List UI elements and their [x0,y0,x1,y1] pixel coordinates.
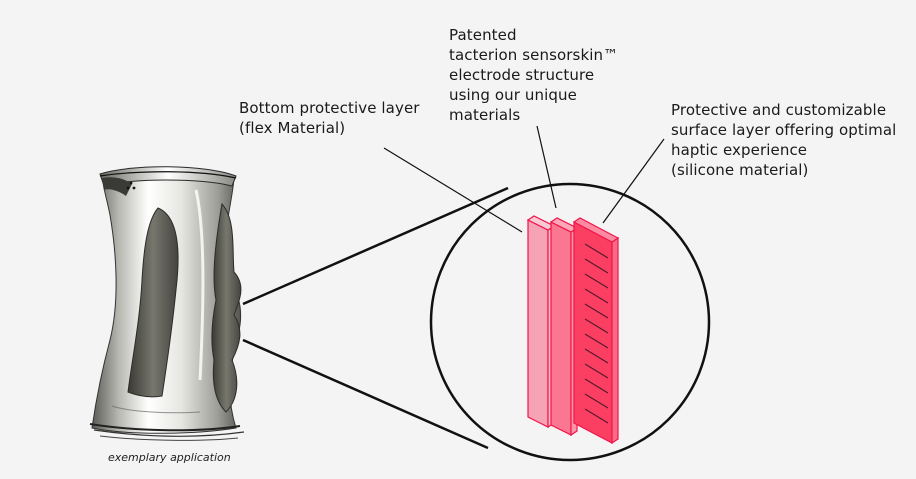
layer-surface-silicone [572,217,620,445]
layer-electrode-structure [549,217,579,437]
handle-top [99,166,237,187]
handle-left-grip [127,207,179,398]
magnifier-circle [429,182,711,462]
handle-device-illustration [89,166,245,441]
leader-line-surface [602,138,665,224]
sensor-layers [526,215,620,445]
leader-line-electrode [536,125,557,209]
layer-bottom-protective [526,215,556,429]
magnifier-line-bottom [242,338,489,450]
caption-exemplary-application: exemplary application [108,451,231,464]
label-bottom-protective-layer: Bottom protective layer (flex Material) [239,99,420,137]
label-surface-layer: Protective and customizable surface laye… [671,101,897,179]
handle-right-grip [211,202,242,413]
leader-line-bottom [383,147,523,233]
label-electrode-structure: Patented tacterion sensorskin™ electrode… [449,26,619,124]
magnifier-line-top [242,186,509,306]
